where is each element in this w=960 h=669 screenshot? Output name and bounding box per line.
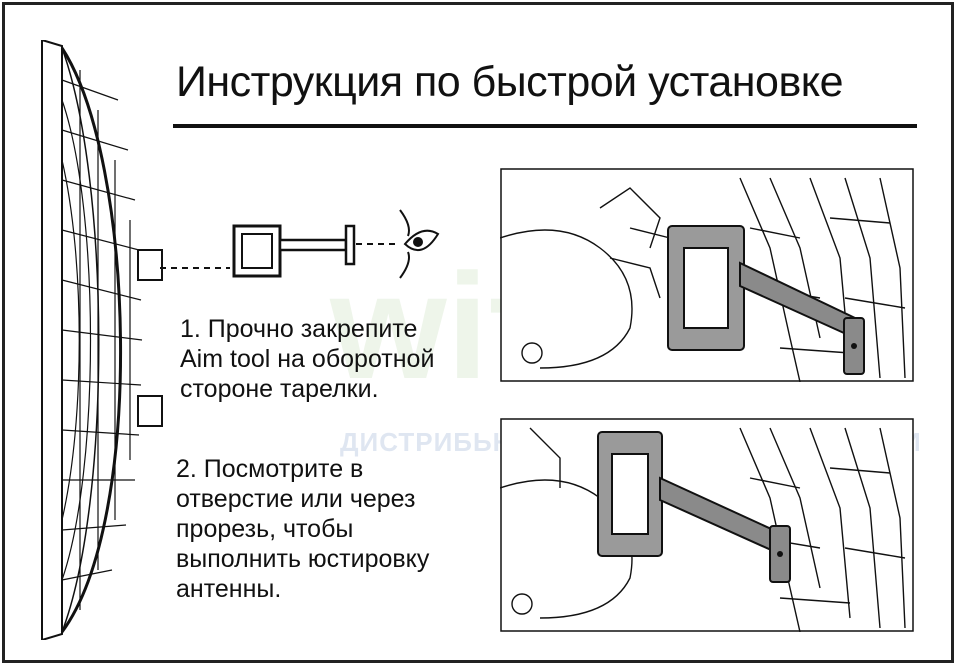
title-underline <box>173 124 917 128</box>
illustration-top <box>500 168 914 382</box>
page-title: Инструкция по быстрой установке <box>176 58 844 106</box>
aim-tool-sketch <box>160 209 440 279</box>
dish-illustration <box>41 40 163 640</box>
step-1-text: 1. Прочно закрепите Aim tool на оборотно… <box>180 315 435 403</box>
illustration-bottom <box>500 418 914 632</box>
step-2-text: 2. Посмотрите в отверстие или через прор… <box>176 455 430 603</box>
